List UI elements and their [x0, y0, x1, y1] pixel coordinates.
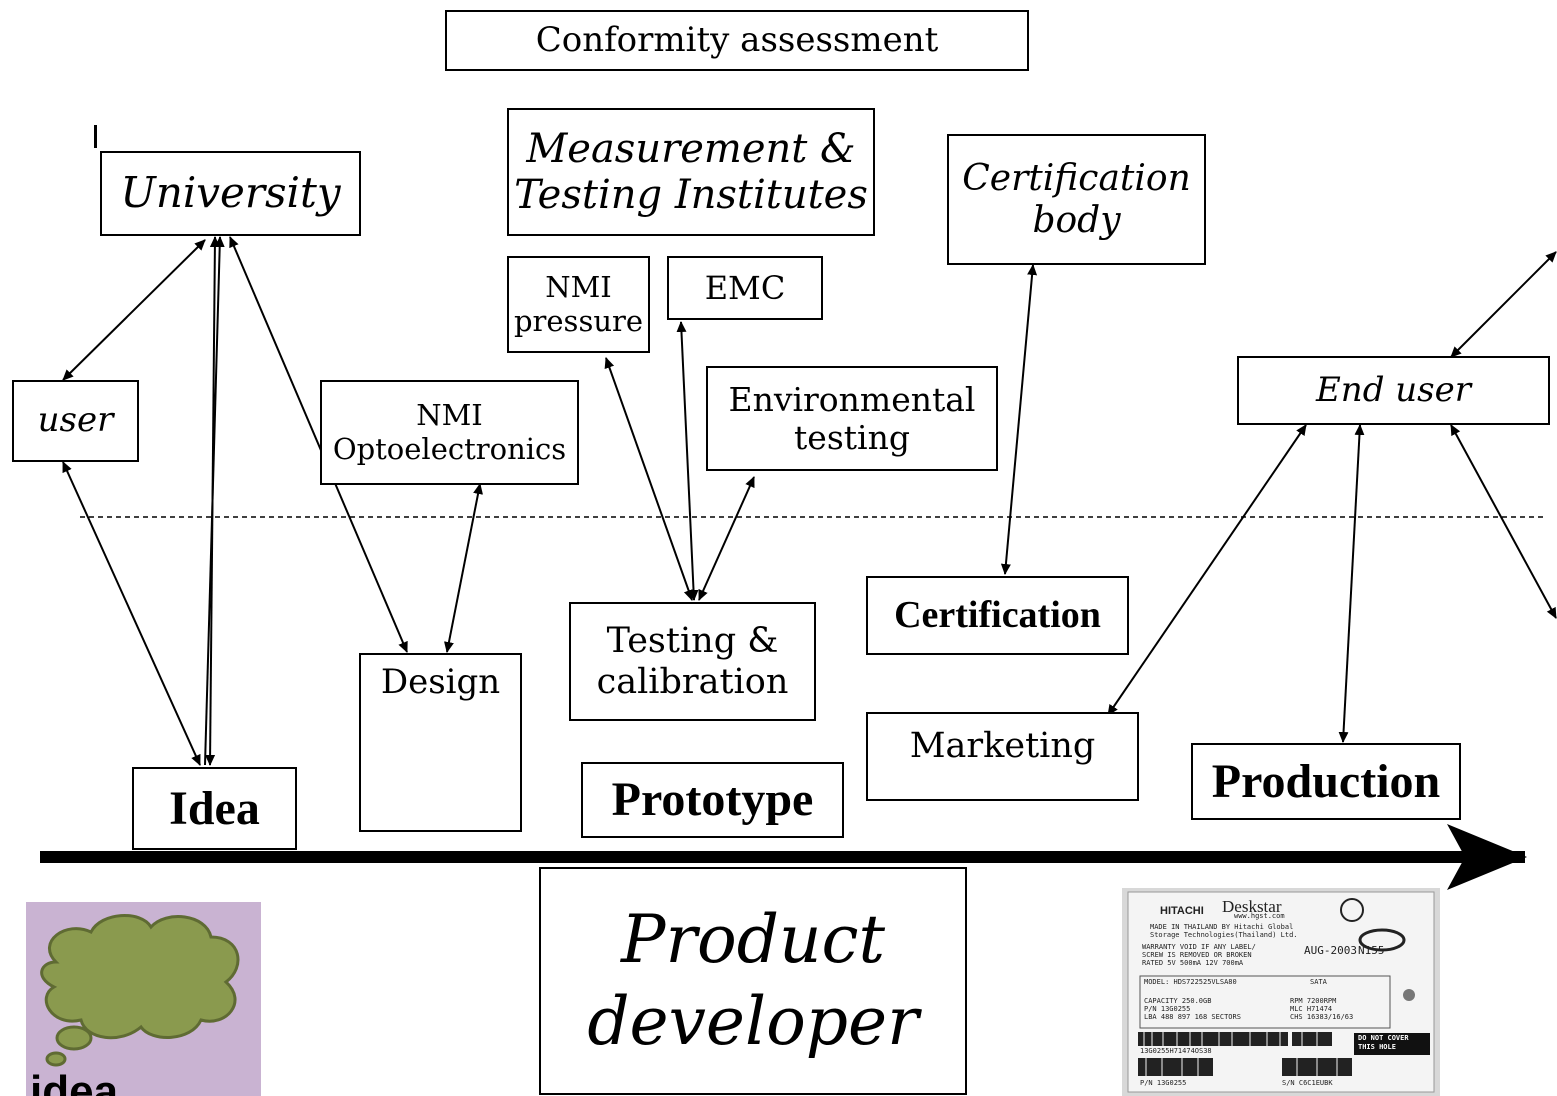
- hdd-model-name: Deskstar: [1222, 897, 1282, 916]
- arrow-user-idea: [62, 461, 201, 766]
- hdd-made-in: MADE IN THAILAND BY Hitachi Global: [1150, 923, 1294, 931]
- design-box: Design: [359, 653, 522, 832]
- prototype-label: Prototype: [611, 773, 814, 827]
- university-box: University: [100, 151, 361, 236]
- idea-label: Idea: [169, 781, 260, 835]
- hdd-code: N155: [1358, 944, 1385, 957]
- hdd-interface: SATA: [1310, 978, 1327, 986]
- emc-label: EMC: [704, 268, 786, 307]
- hdd-label-art: [1122, 888, 1440, 1096]
- hdd-lba: LBA 488 897 168 SECTORS: [1144, 1013, 1241, 1021]
- university-label: University: [120, 168, 341, 218]
- arrow-environmental-testing: [698, 476, 755, 601]
- hdd-chs: CHS 16383/16/63: [1290, 1013, 1354, 1021]
- testing-line1: Testing &: [606, 621, 779, 662]
- hdd-maker: Storage Technologies(Thailand) Ltd.: [1150, 931, 1298, 939]
- nmi-opto-line1: NMI: [416, 398, 483, 433]
- product-developer-line2: developer: [587, 983, 919, 1060]
- arrow-emc-testing: [676, 321, 699, 601]
- hdd-barcode-text: 13G0255H71474OS38: [1140, 1047, 1212, 1055]
- certification-body-box: Certification body: [947, 134, 1206, 265]
- certification-box: Certification: [866, 576, 1129, 655]
- cloud-caption: idea: [30, 1067, 119, 1096]
- hdd-date: AUG-2003: [1304, 944, 1357, 957]
- hdd-brand: HITACHI: [1160, 905, 1204, 917]
- user-box: user: [12, 380, 139, 462]
- end-user-box: End user: [1237, 356, 1550, 425]
- arrow-enduser-right-upper: [1450, 251, 1557, 358]
- arrow-optoelectronics-design: [444, 483, 483, 653]
- hdd-pn: P/N 13G0255: [1144, 1005, 1191, 1013]
- design-label: Design: [380, 662, 501, 702]
- measurement-label-line1: Measurement &: [526, 126, 856, 172]
- testing-line2: calibration: [596, 661, 789, 702]
- arrow-enduser-marketing: [1107, 424, 1307, 716]
- nmi-pressure-box: NMI pressure: [507, 256, 650, 353]
- hdd-model: MODEL: HDS722525VLSA80: [1144, 978, 1237, 986]
- end-user-label: End user: [1315, 369, 1471, 410]
- measurement-label-line2: Testing Institutes: [514, 172, 868, 218]
- hdd-do-not-cover-2: THIS HOLE: [1358, 1043, 1396, 1051]
- product-developer-box: Product developer: [539, 867, 967, 1095]
- certbody-line1: Certification: [962, 158, 1191, 200]
- nmi-pressure-line2: pressure: [513, 303, 644, 338]
- nmi-opto-line2: Optoelectronics: [332, 431, 567, 466]
- hard-drive-label-image: HITACHI Deskstar www.hgst.com MADE IN TH…: [1122, 888, 1440, 1096]
- arrow-university-design: [229, 236, 408, 653]
- environmental-line2: testing: [794, 417, 910, 457]
- hdd-site: www.hgst.com: [1234, 912, 1285, 920]
- production-stage-box: Production: [1191, 743, 1461, 820]
- hdd-warranty-1: WARRANTY VOID IF ANY LABEL/: [1142, 943, 1256, 951]
- user-label: user: [37, 400, 114, 441]
- arrow-university-user: [62, 239, 206, 381]
- arrow-enduser-right-lower: [1450, 424, 1557, 619]
- text-cursor-mark: [94, 125, 97, 148]
- testing-calibration-box: Testing & calibration: [569, 602, 816, 721]
- nmi-pressure-line1: NMI: [545, 270, 612, 305]
- hdd-mlc: MLC H71474: [1290, 1005, 1333, 1013]
- production-label: Production: [1211, 754, 1441, 808]
- nmi-optoelectronics-box: NMI Optoelectronics: [320, 380, 579, 485]
- idea-stage-box: Idea: [132, 767, 297, 850]
- marketing-label: Marketing: [909, 726, 1096, 766]
- hdd-capacity: CAPACITY 250.0GB: [1144, 997, 1212, 1005]
- prototype-stage-box: Prototype: [581, 762, 844, 838]
- hdd-do-not-cover-1: DO NOT COVER: [1358, 1034, 1409, 1042]
- hdd-rpm: RPM 7200RPM: [1290, 997, 1337, 1005]
- idea-cloud-image: idea: [26, 902, 261, 1096]
- hdd-rated: RATED 5V 500mA 12V 700mA: [1142, 959, 1244, 967]
- arrow-enduser-production: [1338, 424, 1365, 743]
- thought-cloud-icon: [40, 914, 240, 1067]
- hdd-sn-bottom: S/N C6C1EUBK: [1282, 1079, 1333, 1087]
- arrow-university-idea-b: [204, 236, 225, 766]
- environmental-line1: Environmental: [728, 379, 976, 419]
- certification-label: Certification: [894, 593, 1101, 636]
- product-developer-line1: Product: [621, 900, 885, 978]
- title-text: Conformity assessment: [535, 19, 939, 60]
- emc-box: EMC: [667, 256, 823, 320]
- arrow-certbody-certification: [1000, 264, 1038, 575]
- conformity-assessment-title: Conformity assessment: [445, 10, 1029, 71]
- measurement-testing-institutes-box: Measurement & Testing Institutes: [507, 108, 875, 236]
- environmental-testing-box: Environmental testing: [706, 366, 998, 471]
- hdd-pn-bottom: P/N 13G0255: [1140, 1079, 1187, 1087]
- hdd-warranty-2: SCREW IS REMOVED OR BROKEN: [1142, 951, 1252, 959]
- marketing-box: Marketing: [866, 712, 1139, 801]
- certbody-line2: body: [1032, 199, 1121, 241]
- arrow-pressure-testing: [604, 357, 694, 601]
